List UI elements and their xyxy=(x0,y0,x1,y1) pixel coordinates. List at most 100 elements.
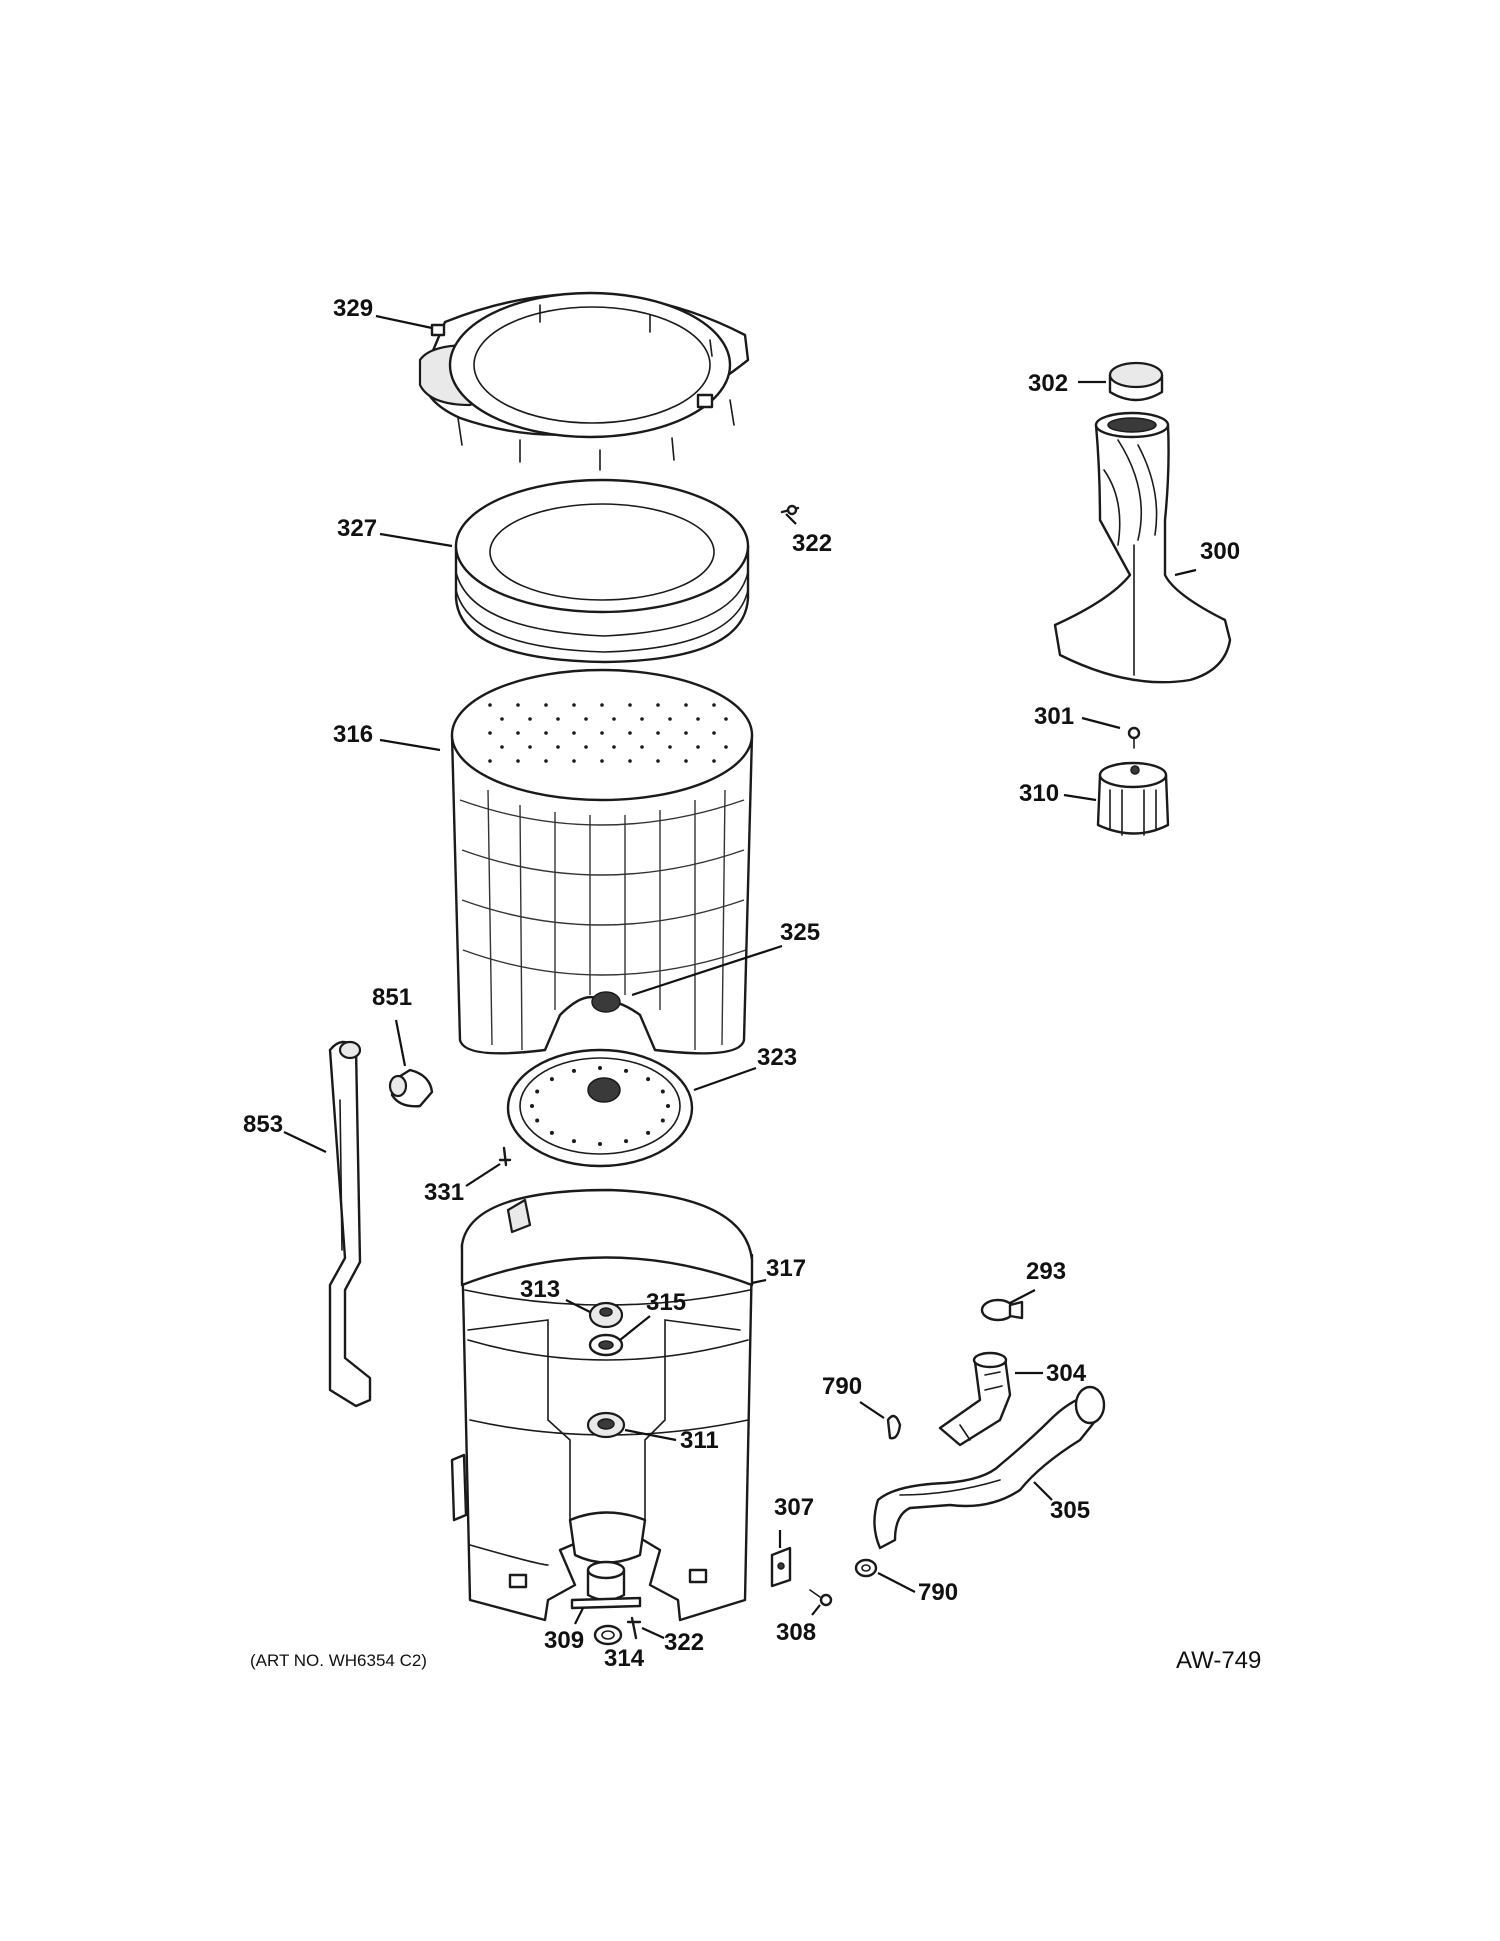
part-307-bracket xyxy=(770,1546,792,1588)
basket-perforation xyxy=(712,759,716,763)
plate-rivet xyxy=(646,1130,651,1135)
basket-perforation xyxy=(516,759,520,763)
callout-304: 304 xyxy=(1046,1360,1087,1387)
basket-perforation xyxy=(628,731,632,735)
callout-307: 307 xyxy=(774,1494,814,1521)
callout-325: 325 xyxy=(780,919,820,946)
figure-code: AW-749 xyxy=(1176,1647,1261,1674)
callout-314: 314 xyxy=(604,1645,645,1672)
part-300-agitator xyxy=(1053,411,1232,684)
part-309-fitting xyxy=(570,1560,642,1610)
part-331-screw xyxy=(498,1146,512,1167)
basket-perforation xyxy=(488,703,492,707)
basket-perforation xyxy=(584,717,588,721)
basket-perforation xyxy=(544,703,548,707)
basket-perforation xyxy=(600,759,604,763)
callout-302: 302 xyxy=(1028,370,1068,397)
callout-310: 310 xyxy=(1019,780,1059,807)
part-853-overflow-tube xyxy=(328,1040,372,1408)
part-311-bushing xyxy=(586,1411,626,1439)
basket-perforation xyxy=(668,745,672,749)
basket-perforation xyxy=(572,759,576,763)
callout-790-upper: 790 xyxy=(822,1373,862,1400)
callout-322-top: 322 xyxy=(792,530,832,557)
plate-rivet xyxy=(535,1089,540,1094)
basket-perforation xyxy=(500,745,504,749)
callout-315: 315 xyxy=(646,1289,686,1316)
callout-313: 313 xyxy=(520,1276,560,1303)
callout-316: 316 xyxy=(333,721,373,748)
part-790a-clip xyxy=(886,1414,902,1440)
plate-rivet xyxy=(549,1130,554,1135)
part-310-coupling xyxy=(1096,761,1170,836)
basket-perforation xyxy=(640,717,644,721)
plate-rivet xyxy=(571,1068,576,1073)
basket-perforation xyxy=(696,745,700,749)
part-315-washer xyxy=(588,1333,624,1357)
art-number: (ART NO. WH6354 C2) xyxy=(250,1651,427,1670)
basket-perforation xyxy=(600,703,604,707)
basket-perforation xyxy=(696,717,700,721)
plate-rivet xyxy=(646,1077,651,1082)
callout-317: 317 xyxy=(766,1255,806,1282)
basket-perforation xyxy=(628,759,632,763)
part-790b-clip xyxy=(854,1558,878,1578)
basket-perforation xyxy=(656,731,660,735)
part-323-hub-plate xyxy=(506,1048,694,1168)
callout-851: 851 xyxy=(372,984,412,1011)
part-308-screw xyxy=(809,1589,833,1607)
callout-331: 331 xyxy=(424,1179,464,1206)
part-317-outer-tub xyxy=(450,1188,754,1622)
callout-790-lower: 790 xyxy=(918,1579,958,1606)
callout-300: 300 xyxy=(1200,538,1240,565)
callout-311: 311 xyxy=(680,1427,719,1454)
part-851-cap xyxy=(388,1068,434,1108)
basket-perforation xyxy=(488,731,492,735)
plate-rivet xyxy=(530,1104,534,1108)
callout-308: 308 xyxy=(776,1619,816,1646)
plate-rivet xyxy=(660,1089,665,1094)
callout-329: 329 xyxy=(333,295,373,322)
callout-327: 327 xyxy=(337,515,377,542)
callout-309: 309 xyxy=(544,1627,584,1654)
basket-perforation xyxy=(488,759,492,763)
part-322b-screw xyxy=(626,1616,642,1640)
part-329-tub-cover xyxy=(418,291,750,471)
basket-perforation xyxy=(612,717,616,721)
basket-perforation xyxy=(572,703,576,707)
basket-perforation xyxy=(684,731,688,735)
basket-perforation xyxy=(656,703,660,707)
basket-perforation xyxy=(668,717,672,721)
part-304-elbow-hose xyxy=(938,1351,1012,1447)
basket-perforation xyxy=(684,759,688,763)
part-316-wash-basket xyxy=(450,668,754,1055)
plate-rivet xyxy=(598,1142,602,1146)
basket-perforation xyxy=(684,703,688,707)
basket-perforation xyxy=(584,745,588,749)
basket-perforation xyxy=(556,745,560,749)
basket-perforation xyxy=(556,717,560,721)
plate-rivet xyxy=(624,1139,629,1144)
plate-rivet xyxy=(549,1077,554,1082)
plate-rivet xyxy=(666,1104,670,1108)
callout-853: 853 xyxy=(243,1111,283,1138)
callout-322-bottom: 322 xyxy=(664,1629,704,1656)
basket-perforation xyxy=(640,745,644,749)
part-293-clamp xyxy=(980,1298,1024,1322)
basket-perforation xyxy=(572,731,576,735)
basket-perforation xyxy=(600,731,604,735)
callout-305: 305 xyxy=(1050,1497,1090,1524)
basket-perforation xyxy=(712,703,716,707)
plate-rivet xyxy=(598,1066,602,1070)
basket-perforation xyxy=(544,731,548,735)
basket-perforation xyxy=(656,759,660,763)
callout-labels: 329 302 327 322 300 316 301 310 325 851 … xyxy=(243,295,1240,1672)
part-327-balance-ring xyxy=(454,478,750,664)
basket-perforation xyxy=(500,717,504,721)
callout-293: 293 xyxy=(1026,1258,1066,1285)
leader-lines xyxy=(283,314,1197,1640)
plate-rivet xyxy=(660,1118,665,1123)
part-322a-screw xyxy=(780,504,800,516)
basket-perforation xyxy=(528,745,532,749)
